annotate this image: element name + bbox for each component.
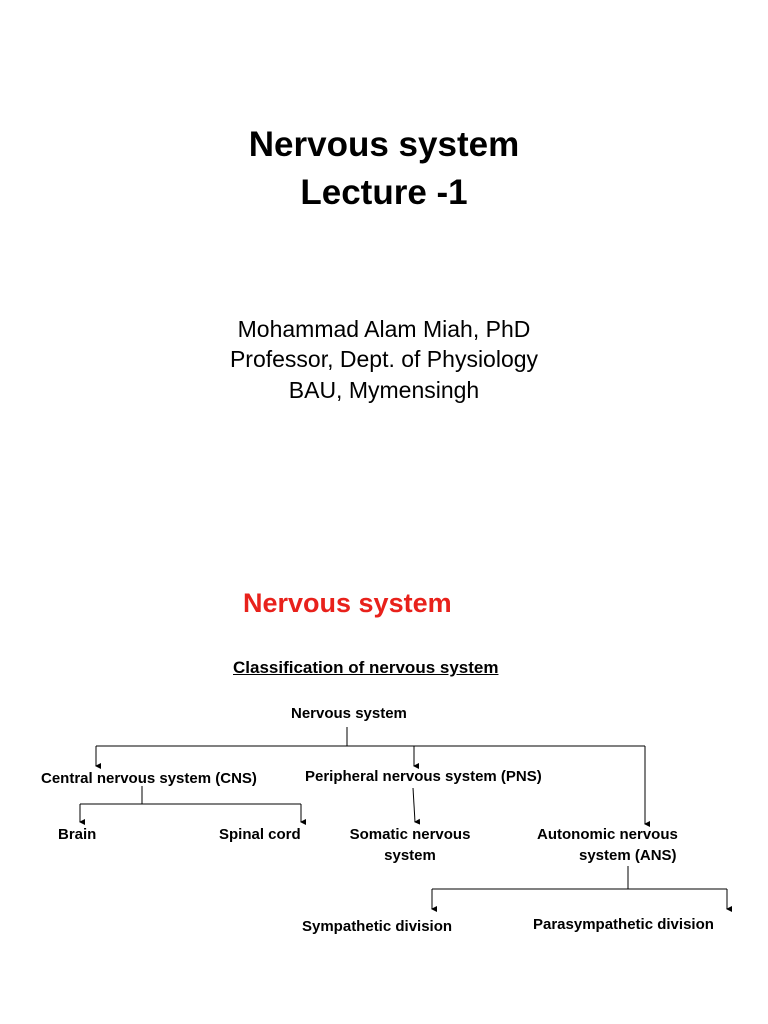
node-brain: Brain: [58, 826, 97, 843]
node-autonomic-line1: Autonomic nervous: [537, 826, 678, 843]
lecture-title-line2: Lecture -1: [300, 173, 468, 212]
node-pns: Peripheral nervous system (PNS): [305, 768, 542, 785]
node-sympathetic: Sympathetic division: [302, 918, 453, 935]
author-affiliation: BAU, Mymensingh: [288, 377, 480, 403]
node-cns: Central nervous system (CNS): [41, 770, 257, 787]
node-nervous-system: Nervous system: [291, 705, 407, 722]
node-somatic-line2: system: [384, 847, 436, 864]
diagram-title: Classification of nervous system: [233, 658, 499, 677]
node-autonomic-line2: system (ANS): [579, 847, 677, 864]
arrow-to-somatic: [412, 787, 421, 825]
node-somatic: Somatic nervous system: [335, 824, 485, 866]
node-parasympathetic: Parasympathetic division: [533, 916, 714, 933]
node-spinal-cord: Spinal cord: [219, 826, 301, 843]
author-position: Professor, Dept. of Physiology: [229, 346, 539, 372]
lecture-title-line1: Nervous system: [248, 125, 520, 164]
section-heading: Nervous system: [243, 588, 452, 618]
node-somatic-line1: Somatic nervous: [349, 826, 471, 843]
author-name: Mohammad Alam Miah, PhD: [237, 316, 531, 342]
node-autonomic: Autonomic nervous system (ANS): [537, 824, 678, 866]
